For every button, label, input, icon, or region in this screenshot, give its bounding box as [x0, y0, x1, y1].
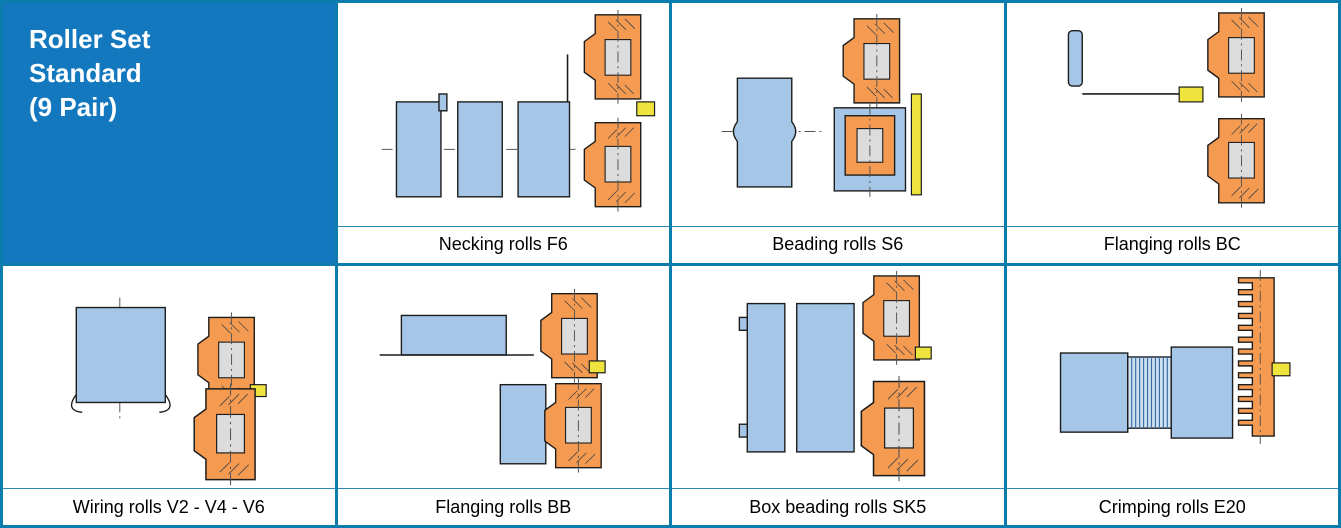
yellow-insert: [1178, 86, 1204, 103]
diagram-flanging-bb: [338, 266, 670, 489]
caption-flanging-bb: Flanging rolls BB: [337, 488, 669, 525]
bottom-roller: [1206, 113, 1265, 209]
diagram-flanging-bc: [1007, 3, 1339, 226]
cell-beading-s6: Beading rolls S6: [672, 3, 1004, 263]
diagram-box-beading-sk5: [672, 266, 1004, 489]
cell-flanging-bb: Flanging rolls BB: [337, 265, 670, 525]
top-roller: [862, 269, 921, 366]
yellow-insert: [588, 359, 606, 373]
bottom-roller: [583, 117, 641, 213]
crimping-rolls-drawing: [1059, 269, 1291, 444]
cell-necking-f6: Necking rolls F6: [337, 3, 670, 263]
cell-flanging-bc: Flanging rolls BC: [1006, 3, 1339, 263]
blue-can-parts: [1059, 345, 1233, 439]
diagram-crimping-e20: [1007, 266, 1339, 489]
wire-curls: [70, 393, 171, 413]
top-roller: [583, 9, 641, 105]
necking-rolls-drawing: [381, 9, 655, 213]
support-part: [499, 383, 546, 464]
can-body: [732, 77, 797, 188]
bottom-roller: [543, 377, 602, 473]
cell-box-beading-sk5: Box beading rolls SK5: [672, 265, 1004, 525]
top-roller: [1206, 7, 1265, 103]
caption-flanging-bc: Flanging rolls BC: [1006, 225, 1338, 263]
top-roller: [842, 13, 901, 109]
yellow-insert: [635, 101, 655, 117]
caption-wiring-v: Wiring rolls V2 - V4 - V6: [3, 488, 335, 525]
yellow-insert: [914, 345, 932, 360]
wiring-rolls-drawing: [70, 297, 267, 486]
crimping-gear-roller: [1237, 269, 1275, 444]
diagram-necking-f6: [338, 3, 670, 226]
yellow-insert: [1271, 361, 1291, 376]
table-header: Roller Set Standard (9 Pair): [3, 3, 335, 263]
flanging-bb-drawing: [379, 287, 606, 473]
diagram-wiring-v: [3, 266, 335, 489]
caption-crimping-e20: Crimping rolls E20: [1006, 488, 1338, 525]
caption-beading-s6: Beading rolls S6: [672, 225, 1004, 263]
cell-crimping-e20: Crimping rolls E20: [1006, 265, 1339, 525]
blue-can-parts: [395, 93, 570, 198]
diagram-beading-s6: [672, 3, 1004, 226]
bottom-roller: [193, 382, 256, 486]
caption-necking-f6: Necking rolls F6: [337, 225, 669, 263]
header-line-2: Standard: [29, 57, 142, 88]
cup-part: [75, 306, 166, 403]
cell-wiring-v: Wiring rolls V2 - V4 - V6: [3, 265, 335, 525]
header-line-1: Roller Set: [29, 24, 151, 54]
hat-part: [400, 314, 507, 356]
caption-box-beading-sk5: Box beading rolls SK5: [672, 488, 1004, 525]
crimped-section: [1130, 356, 1168, 428]
box-beading-drawing: [738, 269, 932, 482]
flanging-bc-drawing: [1067, 7, 1265, 209]
header-line-3: (9 Pair): [29, 91, 118, 122]
yellow-bar: [910, 93, 922, 196]
beading-rolls-drawing: [721, 13, 922, 197]
bottom-roller: [860, 374, 926, 482]
blue-can-parts: [738, 302, 855, 453]
flanged-edge-part: [1067, 29, 1083, 87]
